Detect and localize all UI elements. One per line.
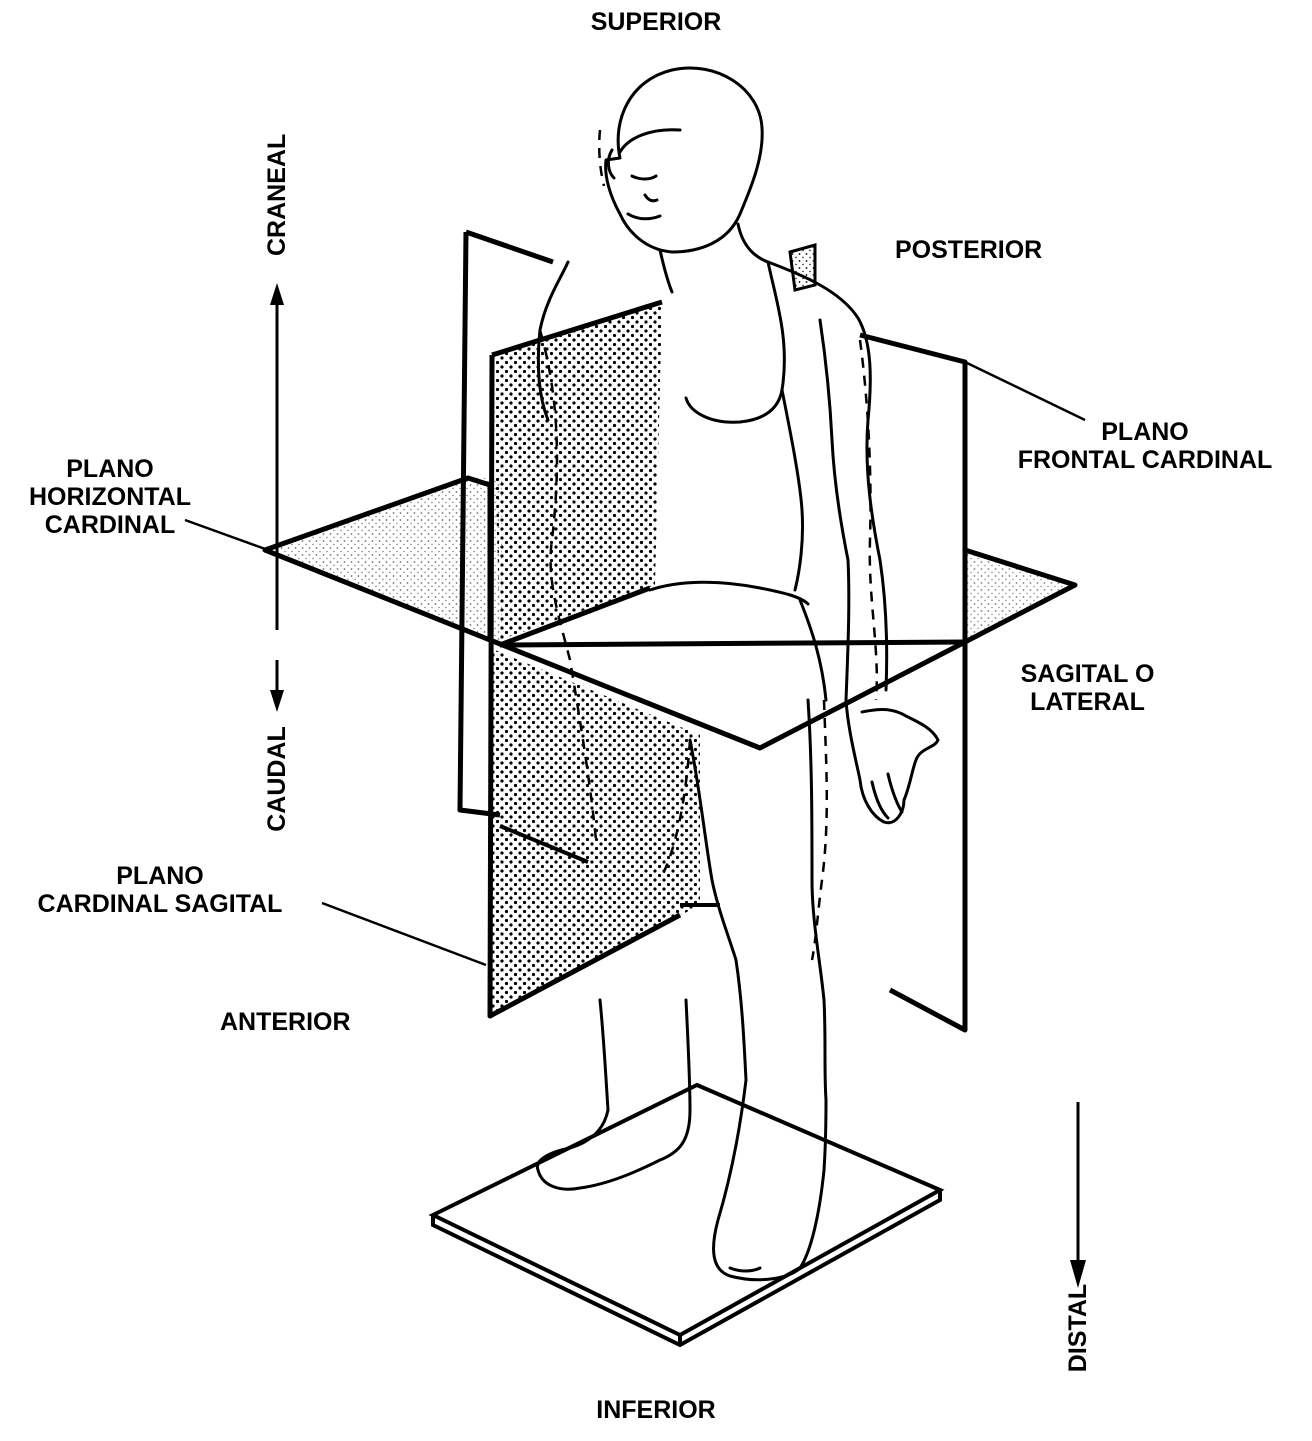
label-sagittal-lateral-line-1: SAGITAL O (1000, 660, 1175, 688)
distal-axis-arrow (1070, 1102, 1086, 1288)
label-frontal-line-2: FRONTAL CARDINAL (1000, 446, 1290, 474)
label-sagittal-line-1: PLANO (10, 862, 310, 890)
label-sagittal-lateral-line-2: LATERAL (1000, 688, 1175, 716)
label-distal: DISTAL (1064, 1283, 1092, 1373)
label-horizontal-line-2: HORIZONTAL (10, 483, 210, 511)
craneal-caudal-axis (270, 283, 284, 712)
label-inferior: INFERIOR (556, 1396, 756, 1424)
label-anterior: ANTERIOR (220, 1008, 351, 1036)
label-horizontal-line-3: CARDINAL (10, 511, 210, 539)
label-horizontal-line-1: PLANO (10, 455, 210, 483)
label-cardinal-sagittal-plane: PLANO CARDINAL SAGITAL (10, 862, 310, 918)
label-craneal: CRANEAL (263, 136, 291, 256)
label-frontal-line-1: PLANO (1000, 418, 1290, 446)
label-sagittal-line-2: CARDINAL SAGITAL (10, 890, 310, 918)
label-superior: SUPERIOR (556, 8, 756, 36)
label-caudal: CAUDAL (263, 724, 291, 834)
label-horizontal-cardinal-plane: PLANO HORIZONTAL CARDINAL (10, 455, 210, 539)
label-posterior: POSTERIOR (895, 236, 1042, 264)
label-sagittal-lateral: SAGITAL O LATERAL (1000, 660, 1175, 716)
floor-platform (433, 1085, 940, 1345)
label-frontal-cardinal-plane: PLANO FRONTAL CARDINAL (1000, 418, 1290, 474)
